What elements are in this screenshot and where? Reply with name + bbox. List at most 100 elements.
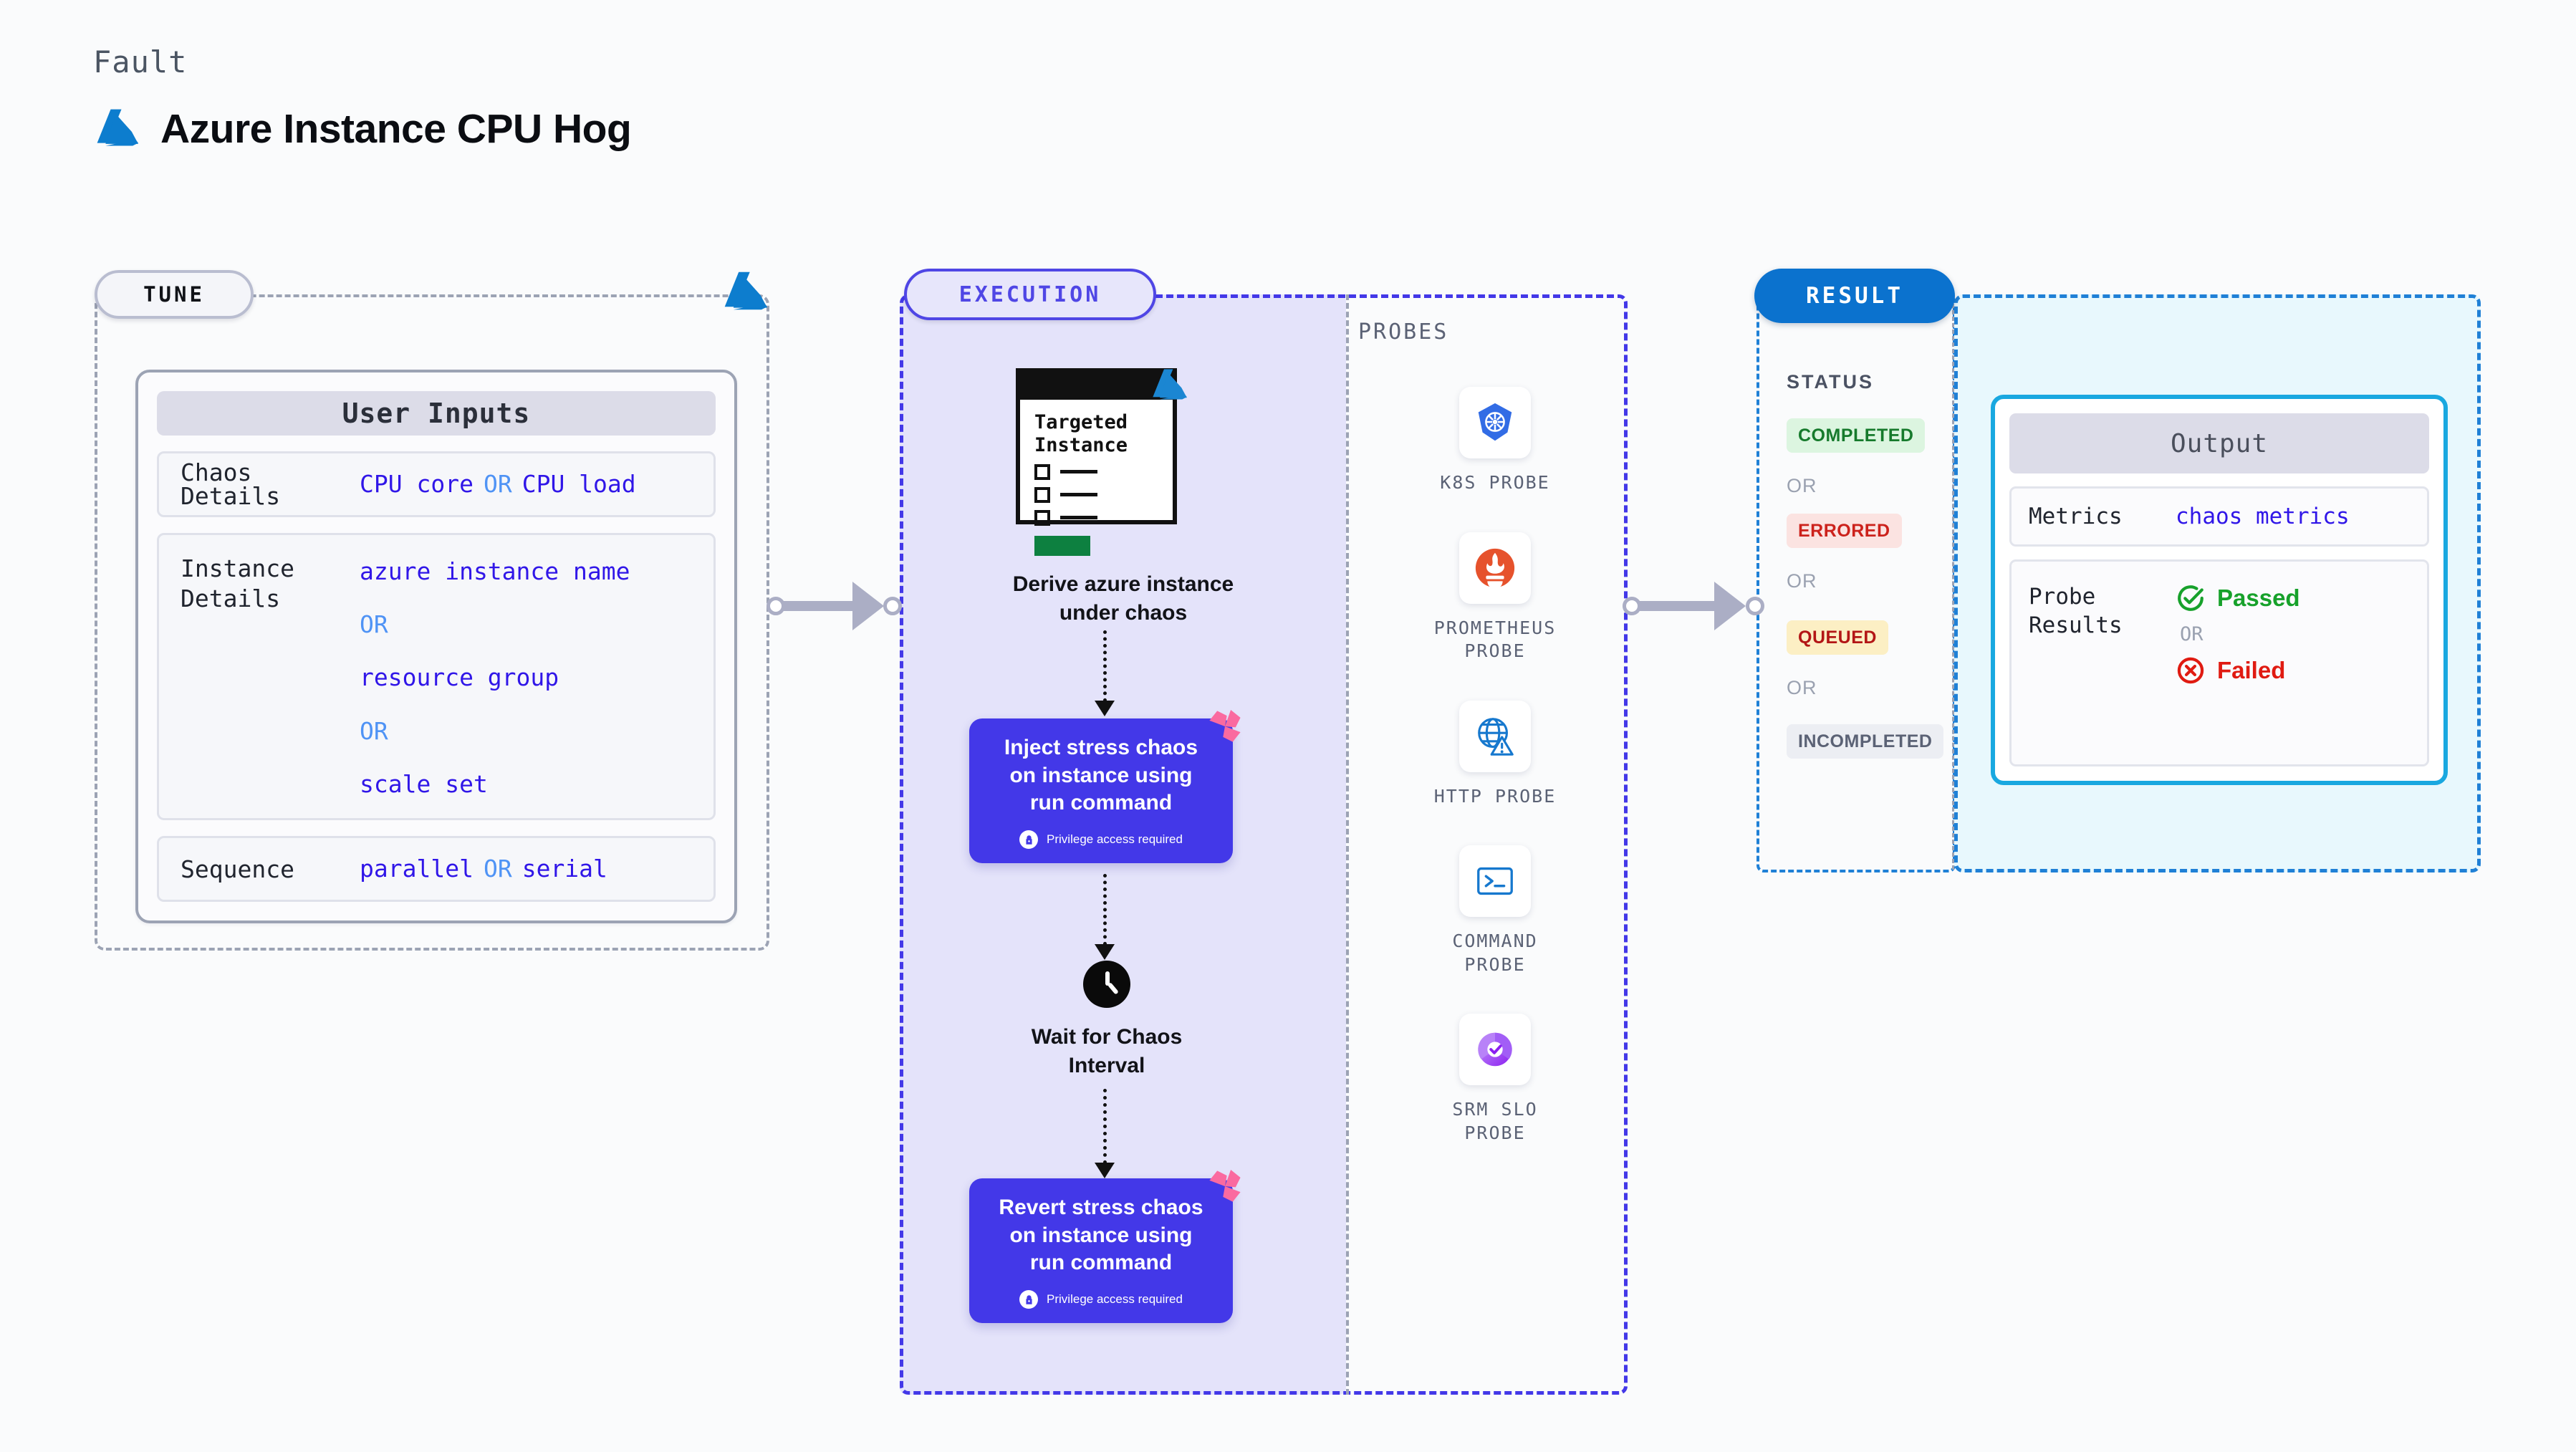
privilege-badge: Privilege access required (1019, 830, 1183, 850)
lock-icon (1019, 830, 1039, 850)
passed-label: Passed (2217, 585, 2300, 611)
or-separator: OR (360, 610, 388, 639)
check-circle-icon (2178, 585, 2203, 611)
status-badge-errored: ERRORED (1787, 514, 1902, 548)
probe-tile (1459, 1014, 1531, 1085)
probes-divider (1346, 294, 1349, 1395)
derive-caption-line1: Derive azure instance (1012, 572, 1234, 596)
clock-hand-hour (1105, 971, 1110, 986)
inject-line1: Inject stress chaos (1004, 736, 1198, 759)
derive-instance-caption: Derive azure instance under chaos (930, 570, 1317, 627)
param-value: CPU core (360, 469, 474, 498)
revert-card-text: Revert stress chaos on instance using ru… (999, 1194, 1203, 1277)
probe-item-command[interactable]: COMMAND PROBE (1391, 845, 1599, 976)
or-separator: OR (483, 854, 512, 883)
http-globe-warning-icon (1478, 717, 1514, 756)
probe-name: HTTP PROBE (1433, 785, 1557, 807)
doc-body: Targeted Instance (1020, 400, 1173, 556)
wait-caption-line2: Interval (1068, 1053, 1145, 1077)
tune-panel (95, 294, 769, 951)
param-value: resource group (360, 663, 559, 692)
output-card-header: Output (2009, 413, 2429, 473)
doc-dash (1060, 470, 1097, 474)
status-panel (1756, 294, 1956, 872)
connector-end-dot (1746, 597, 1764, 615)
param-key: Chaos Details (181, 458, 281, 510)
result-pill: RESULT (1754, 269, 1955, 323)
probe-name: PROMETHEUS PROBE (1433, 617, 1557, 662)
checkbox-icon (1034, 463, 1050, 480)
probe-results-or: OR (2180, 623, 2203, 645)
page-header: Fault Azure Instance CPU Hog (93, 44, 632, 153)
probe-name: COMMAND PROBE (1452, 931, 1538, 975)
flow-stem (1103, 1089, 1107, 1164)
x-circle-icon (2177, 657, 2204, 684)
inject-card-text: Inject stress chaos on instance using ru… (1004, 734, 1198, 817)
connector-line (782, 601, 872, 611)
user-inputs-header: User Inputs (157, 391, 716, 436)
failed-label: Failed (2217, 657, 2286, 683)
user-inputs-card: User Inputs Chaos Details CPU core OR CP… (135, 370, 737, 923)
clock-hand-minute (1107, 982, 1119, 995)
prometheus-icon (1475, 548, 1515, 589)
kubernetes-icon (1478, 403, 1512, 441)
probe-item-prometheus[interactable]: PROMETHEUS PROBE (1391, 532, 1599, 663)
lock-icon (1019, 1290, 1039, 1309)
privilege-badge-text: Privilege access required (1047, 832, 1183, 847)
status-badge-queued: QUEUED (1787, 620, 1888, 655)
metrics-value: chaos metrics (2176, 504, 2350, 529)
wait-caption-line1: Wait for Chaos (1031, 1025, 1183, 1049)
connector-arrowhead (1714, 582, 1746, 630)
param-value: scale set (360, 769, 488, 798)
param-value: CPU load (522, 469, 636, 498)
privilege-badge-text: Privilege access required (1047, 1292, 1183, 1307)
doc-dash (1060, 493, 1097, 497)
probe-item-k8s[interactable]: K8S PROBE (1391, 387, 1599, 495)
param-key: Sequence (181, 855, 294, 883)
or-separator: OR (360, 716, 388, 745)
probes-label: PROBES (1358, 319, 1449, 345)
status-or-separator: OR (1787, 475, 1817, 496)
doc-heading-line2: Instance (1034, 433, 1128, 456)
probe-list: K8S PROBE PROMETHEUS PROBE (1391, 387, 1599, 1182)
terminal-icon (1477, 867, 1513, 895)
chaos-pinwheel-icon (1209, 710, 1241, 742)
param-row-chaos-details: Chaos Details CPU core OR CPU load (157, 451, 716, 517)
derive-caption-line2: under chaos (1059, 600, 1188, 625)
tune-pill: TUNE (95, 270, 254, 319)
connector-arrowhead (852, 582, 884, 630)
flow-arrowhead (1095, 701, 1115, 716)
probe-item-http[interactable]: HTTP PROBE (1391, 700, 1599, 809)
doc-checklist-line (1034, 486, 1173, 503)
inject-chaos-card[interactable]: Inject stress chaos on instance using ru… (969, 710, 1241, 864)
probe-tile (1459, 532, 1531, 604)
flow-stem (1103, 874, 1107, 946)
title-row: Azure Instance CPU Hog (93, 105, 632, 153)
checkbox-icon (1034, 509, 1050, 526)
param-key: Instance Details (181, 554, 294, 613)
probe-tile (1459, 845, 1531, 917)
doc-dash (1060, 516, 1097, 520)
revert-line3: run command (1029, 1251, 1173, 1275)
probe-results-values: Passed OR Failed (2176, 583, 2300, 764)
privilege-badge: Privilege access required (1019, 1290, 1183, 1309)
status-or-separator: OR (1787, 570, 1817, 592)
flow-arrowhead (1095, 1163, 1115, 1178)
azure-logo-icon (1153, 369, 1187, 400)
revert-chaos-card[interactable]: Revert stress chaos on instance using ru… (969, 1170, 1241, 1324)
param-row-instance-details: Instance Details azure instance name OR … (157, 532, 716, 820)
output-card: Output Metrics chaos metrics Probe Resul… (1991, 395, 2448, 785)
probe-result-passed: Passed (2176, 583, 2300, 613)
param-row-sequence: Sequence parallel OR serial (157, 836, 716, 902)
doc-checklist-line (1034, 509, 1173, 526)
doc-checklist-line (1034, 463, 1173, 480)
page-title: Azure Instance CPU Hog (160, 106, 632, 152)
metrics-key: Metrics (2029, 504, 2123, 529)
or-separator: OR (483, 469, 512, 498)
probe-item-srm-slo[interactable]: SRM SLO PROBE (1391, 1014, 1599, 1145)
connector-execution-to-result (1623, 582, 1766, 630)
status-panel-divider (1952, 297, 1954, 870)
execution-pill: EXECUTION (904, 269, 1156, 320)
param-values: CPU core OR CPU load (360, 469, 636, 499)
inject-line2: on instance using (1009, 763, 1193, 787)
